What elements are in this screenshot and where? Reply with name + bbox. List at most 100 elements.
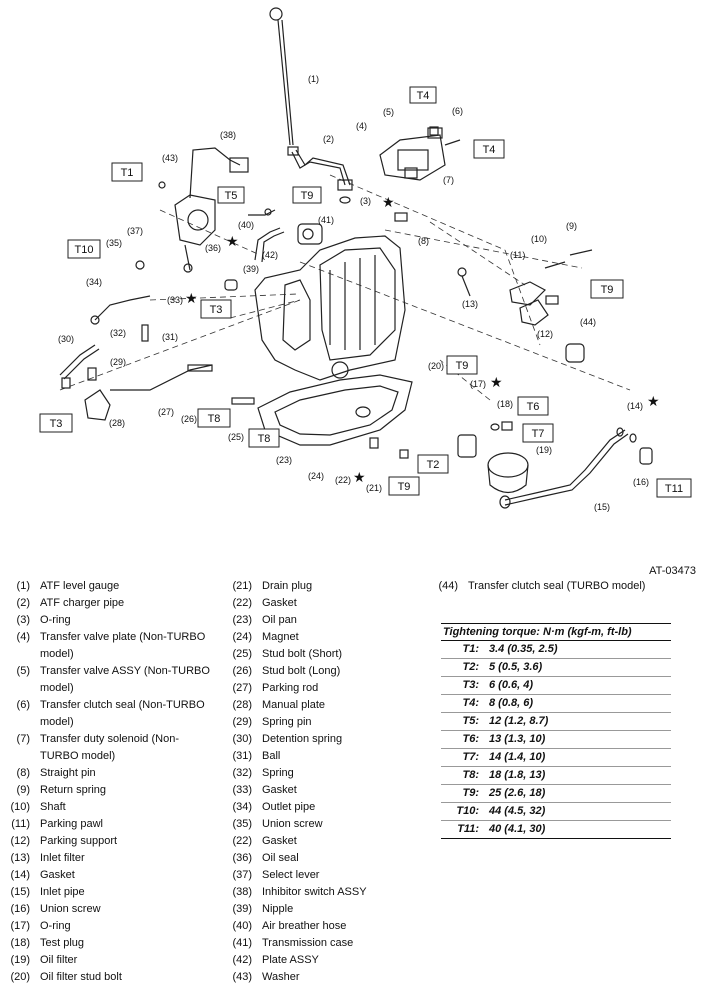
legend-item: (22)Gasket xyxy=(222,833,422,850)
callout-43: (43) xyxy=(162,153,178,163)
legend-number: (11) xyxy=(11,818,30,830)
legend-text: Magnet xyxy=(262,631,299,643)
tag-t4a: T4 xyxy=(417,90,430,102)
torque-value: 44 (4.5, 32) xyxy=(489,805,546,817)
legend-number: (42) xyxy=(232,954,252,966)
stud-bolts xyxy=(187,364,255,405)
tag-t4b: T4 xyxy=(483,144,496,156)
legend-item: (37) Select lever xyxy=(222,867,422,884)
legend-number: (8) xyxy=(16,767,30,779)
callout-11: (11) xyxy=(510,250,525,260)
callout-33: (33) xyxy=(167,295,183,305)
tag-t3a: T3 xyxy=(210,304,223,316)
legend-number: (39) xyxy=(232,903,252,915)
legend-item: (19)Oil filter xyxy=(0,952,215,969)
legend-number: (6) xyxy=(16,699,30,711)
callout-10: (10) xyxy=(531,234,547,244)
callout-29: (29) xyxy=(110,357,126,367)
legend-number: (41) xyxy=(232,937,252,949)
exploded-diagram: ★ ★ ★ ★ ★ ★ T4 T4 T1 T5 T9 T10 T3 T9 T9 … xyxy=(39,7,692,512)
legend-text: Transfer clutch seal (TURBO model) xyxy=(468,580,646,592)
torque-value: 13 (1.3, 10) xyxy=(489,733,546,745)
legend-number: (5) xyxy=(16,665,30,677)
callout-32: (32) xyxy=(110,328,126,338)
legend-number: (26) xyxy=(232,665,252,677)
legend-item: (20)Oil filter stud bolt xyxy=(0,969,215,986)
legend-number: (3) xyxy=(16,614,30,626)
tag-t10: T10 xyxy=(75,244,94,256)
oil-seal-36 xyxy=(224,279,238,291)
legend-text: Union screw xyxy=(262,818,323,830)
legend-number: (32) xyxy=(232,767,252,779)
legend-item: (40)Air breather hose xyxy=(222,918,422,935)
callout-38: (38) xyxy=(220,130,236,140)
torque-key: T1: xyxy=(462,643,480,655)
legend-number: (19) xyxy=(10,954,30,966)
tag-t5: T5 xyxy=(225,190,238,202)
legend-text: Parking support xyxy=(40,835,118,847)
legend-item: (18)Test plug xyxy=(0,935,215,952)
oil-filter-stud-bolt xyxy=(457,434,477,458)
tag-t8a: T8 xyxy=(208,413,221,425)
legend-text: Drain plug xyxy=(262,580,313,592)
legend-item: (12)Parking support xyxy=(0,833,215,850)
callout-4: (4) xyxy=(356,121,367,131)
tag-t6: T6 xyxy=(527,401,540,413)
legend-item: (43)Washer xyxy=(222,969,422,986)
torque-key: T8: xyxy=(462,769,480,781)
svg-text:★: ★ xyxy=(185,290,198,306)
o-ring-3 xyxy=(339,196,351,204)
torque-table: Tightening torque: N·m (kgf-m, ft-lb) T1… xyxy=(441,623,671,839)
atf-charger-pipe xyxy=(287,146,353,191)
torque-value: 14 (1.4, 10) xyxy=(489,751,546,763)
parking-pawl xyxy=(509,249,593,326)
callout-labels: (1) (2) (3) (4) (5) (6) (7) (8) (9) (10)… xyxy=(58,74,649,512)
legend-number: (44) xyxy=(438,580,458,592)
callout-40: (40) xyxy=(238,220,254,230)
legend-item: (1)ATF level gauge xyxy=(0,578,215,595)
tag-t9d: T9 xyxy=(398,481,411,493)
torque-row: T3:6 (0.6, 4) xyxy=(441,677,671,695)
legend-text: Manual plate xyxy=(262,699,325,711)
legend-text: Parking pawl xyxy=(40,818,103,830)
torque-row: T8:18 (1.8, 13) xyxy=(441,767,671,785)
legend-number: (35) xyxy=(232,818,252,830)
legend-number: (31) xyxy=(232,750,252,762)
legend-text: Washer xyxy=(262,971,300,983)
callout-44: (44) xyxy=(580,317,596,327)
callout-21: (21) xyxy=(366,483,382,493)
callout-2: (2) xyxy=(323,134,334,144)
legend-item: (2)ATF charger pipe xyxy=(0,595,215,612)
legend-text: Union screw xyxy=(40,903,101,915)
legend-item: (25)Stud bolt (Short) xyxy=(222,646,422,663)
callout-30: (30) xyxy=(58,334,74,344)
torque-key: T5: xyxy=(462,715,480,727)
callout-15: (15) xyxy=(594,502,610,512)
legend-number: (40) xyxy=(232,920,252,932)
legend-number: (36) xyxy=(232,852,252,864)
legend-text: Inhibitor switch ASSY xyxy=(262,886,367,898)
legend-text: Oil filter stud bolt xyxy=(40,971,122,983)
legend-item: (34)Outlet pipe xyxy=(222,799,422,816)
legend-number: (37) xyxy=(232,869,252,881)
legend-item: (6)Transfer clutch seal (Non-TURBO model… xyxy=(0,697,215,731)
legend-item: (30)Detention spring xyxy=(222,731,422,748)
legend-item: (41)Transmission case xyxy=(222,935,422,952)
callout-12: (12) xyxy=(537,329,553,339)
oil-filter xyxy=(487,452,529,494)
tag-t11: T11 xyxy=(665,483,683,495)
torque-row: T6:13 (1.3, 10) xyxy=(441,731,671,749)
legend-item: (44) Transfer clutch seal (TURBO model) xyxy=(428,578,696,595)
torque-value: 5 (0.5, 3.6) xyxy=(489,661,543,673)
air-breather-hose xyxy=(248,209,285,263)
callout-39: (39) xyxy=(243,264,259,274)
legend-number: (21) xyxy=(232,580,252,592)
legend-text: Detention spring xyxy=(262,733,343,745)
legend-number: (22) xyxy=(232,835,252,847)
legend-item: (9)Return spring xyxy=(0,782,215,799)
torque-key: T9: xyxy=(462,787,480,799)
torque-value: 25 (2.6, 18) xyxy=(489,787,546,799)
tag-t9a: T9 xyxy=(301,190,314,202)
torque-key: T3: xyxy=(462,679,480,691)
legend-text: Select lever xyxy=(262,869,320,881)
